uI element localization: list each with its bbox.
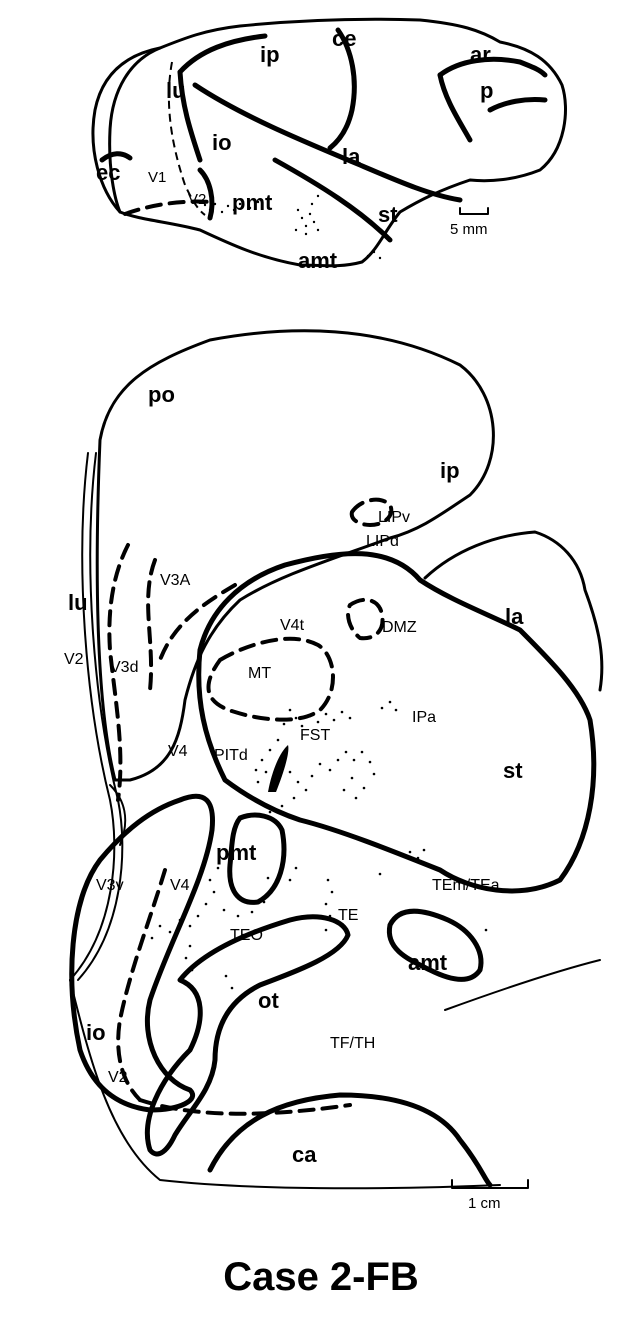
arcuate-sulcus-lower [437, 72, 473, 143]
v4-v2-divider [109, 784, 127, 846]
label-ip-lateral: ip [260, 42, 280, 67]
superior-temporal-sulcus [272, 157, 393, 243]
label-v3d: V3d [110, 659, 138, 676]
pmt-outline [227, 812, 287, 905]
scale-bar-5mm [459, 207, 489, 215]
occipital-boundary [108, 46, 162, 214]
label-io-lateral: io [212, 130, 232, 155]
lip-dashed-outline [349, 497, 394, 528]
label-ar-lateral: ar [470, 42, 491, 67]
label-st-flatmap: st [503, 758, 523, 783]
label-io-flatmap: io [86, 1020, 106, 1045]
label-amt-lateral: amt [298, 248, 338, 273]
scale-label-1cm: 1 cm [468, 1195, 501, 1212]
label-v4-upper: V4 [168, 743, 188, 760]
injection-site [268, 745, 289, 792]
label-pmt-lateral: pmt [232, 190, 273, 215]
lateral-sulcus [192, 82, 463, 203]
label-pmt-flatmap: pmt [216, 840, 257, 865]
v3d-dashed-border [146, 558, 157, 692]
ca-outline [207, 1092, 493, 1188]
label-mt: MT [248, 665, 271, 682]
label-dmz: DMZ [382, 619, 417, 636]
label-pitd: PITd [214, 747, 248, 764]
label-amt-flatmap: amt [408, 950, 448, 975]
label-ec-lateral: ec [96, 160, 120, 185]
ec-sulcus [99, 151, 133, 163]
label-st-lateral: st [378, 202, 398, 227]
label-v3v: V3v [96, 877, 124, 894]
dmz-dashed-outline [346, 597, 385, 641]
label-ce-lateral: ce [332, 26, 356, 51]
lu-v2-dashed-border [107, 543, 130, 802]
label-v2-upper: V2 [64, 651, 84, 668]
intraparietal-sulcus [177, 33, 268, 75]
label-la-lateral: la [342, 144, 361, 169]
lunate-sulcus [177, 69, 203, 163]
label-p-lateral: p [480, 78, 493, 103]
label-v2-lateral: V2 [188, 191, 206, 208]
label-ot-flatmap: ot [258, 988, 279, 1013]
label-fst: FST [300, 727, 330, 744]
amt-outline [386, 908, 484, 982]
v2-lower-dashed-border [138, 1098, 352, 1116]
flatmap-right-border [444, 959, 601, 1011]
label-teo: TEO [230, 927, 263, 944]
flatmap-label-dots [150, 700, 488, 990]
label-ip-flatmap: ip [440, 458, 460, 483]
mt-dashed-outline [206, 636, 335, 722]
label-ca-flatmap: ca [292, 1142, 317, 1167]
v3a-dashed-border [158, 583, 237, 662]
label-v4t: V4t [280, 617, 305, 634]
label-v2-lower: V2 [108, 1069, 128, 1086]
label-lu-lateral: lu [166, 78, 186, 103]
lateral-brain-view: ip ce ar p lu io ec V1 V2 la pmt st amt … [91, 17, 568, 273]
flatmap-left-border-inner [77, 452, 124, 981]
po-ip-outline [95, 329, 495, 782]
label-v4-lower: V4 [170, 877, 190, 894]
label-ipa: IPa [412, 709, 436, 726]
scale-bar-1cm [451, 1179, 529, 1189]
label-tf-th: TF/TH [330, 1035, 375, 1052]
flatmap-bottom-border [69, 979, 501, 1190]
label-lu-flatmap: lu [68, 590, 88, 615]
label-te: TE [338, 907, 358, 924]
st-outline [196, 551, 597, 894]
lateral-brain-outline [91, 17, 568, 268]
v2-lower-border-lateral [123, 199, 212, 216]
label-v1-lateral: V1 [148, 169, 166, 186]
lateral-label-dots [203, 194, 382, 260]
principal-sulcus [487, 97, 548, 113]
v1-v2-border-lateral [167, 61, 206, 216]
arcuate-sulcus [437, 56, 548, 78]
flatmap-left-border-outer [69, 452, 116, 981]
inferior-occipital-sulcus [197, 167, 215, 221]
central-sulcus [327, 27, 357, 151]
cortical-flatmap: po ip lu la st pmt io ot amt ca LIPv LIP… [64, 329, 604, 1212]
label-v3a: V3A [160, 572, 191, 589]
scale-label-5mm: 5 mm [450, 221, 488, 238]
label-la-flatmap: la [505, 604, 524, 629]
v3v-dashed-border [116, 868, 167, 1102]
label-lipv: LIPv [378, 509, 410, 526]
figure-caption: Case 2-FB [223, 1255, 419, 1299]
label-po: po [148, 382, 175, 407]
label-tem-tea: TEm/TEa [432, 877, 500, 894]
la-outline [423, 530, 604, 692]
ot-outline [144, 914, 351, 1157]
label-lipd: LIPd [366, 533, 399, 550]
